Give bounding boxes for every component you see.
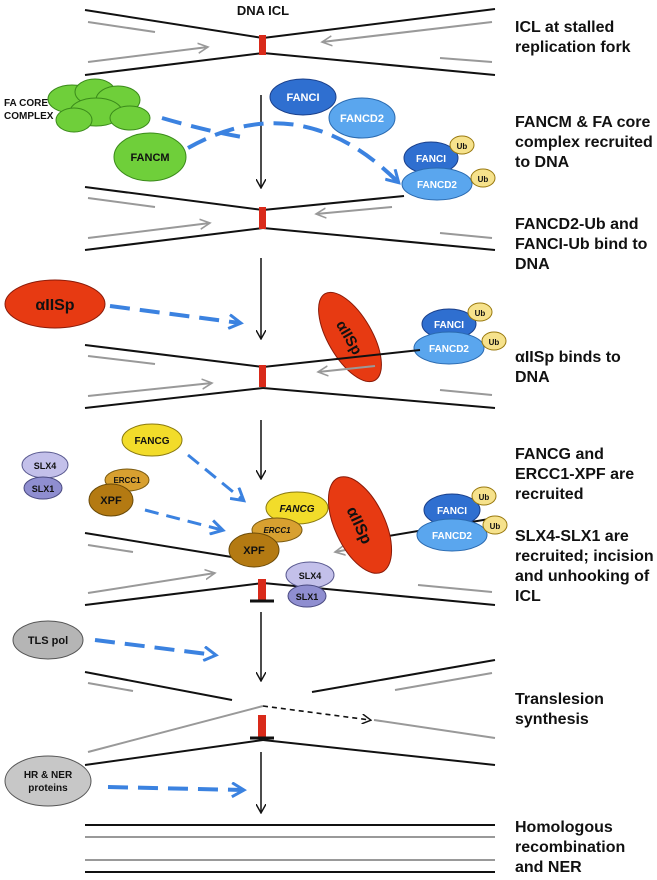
fanci-fancd2-ub-complex (413, 302, 507, 365)
recruit-arrow (107, 787, 243, 790)
step-label-8: Homologous recombination and NER (515, 819, 626, 876)
fancd2-protein (328, 97, 396, 139)
tls-pol-label: TLS pol (28, 635, 68, 647)
slx1-label: SLX1 (296, 592, 319, 602)
ub-label: Ub (489, 338, 500, 347)
replication-fork-5 (84, 659, 496, 766)
fanci-label: FANCI (287, 92, 320, 104)
recruit-arrow (161, 116, 249, 140)
step-label-1: ICL at stalled replication fork (515, 19, 631, 56)
icl-crosslink (258, 579, 266, 601)
xpf-label: XPF (243, 545, 265, 557)
replication-fork-3 (84, 344, 496, 409)
fancd2-ub-label: FANCD2 (429, 344, 469, 355)
xpf-protein (88, 483, 134, 517)
fanci-ub-label: FANCI (434, 320, 464, 331)
step-label-5: FANCG and ERCC1-XPF are recruited (515, 446, 635, 503)
slx4-label: SLX4 (299, 571, 322, 581)
fanci-ub-label: FANCI (437, 506, 467, 517)
alpha-iisp-bound: αIISp (318, 291, 382, 383)
slx1-label: SLX1 (32, 484, 55, 494)
ub-label: Ub (479, 493, 490, 502)
fa-core-label-1: FA CORE (4, 98, 48, 109)
step-label-3: FANCD2-Ub and FANCI-Ub bind to DNA (515, 216, 648, 273)
hr-ner-label-2: proteins (28, 783, 68, 794)
replication-fork-2 (84, 186, 496, 251)
recruit-arrow (187, 121, 398, 182)
step-label-2: FANCM & FA core complex recruited to DNA (515, 114, 653, 171)
fancd2-label: FANCD2 (340, 113, 384, 125)
slx4-label: SLX4 (34, 461, 57, 471)
alpha-iisp-bound: αIISp (327, 476, 393, 574)
fanci-protein (269, 78, 337, 116)
fancd2-ub-label: FANCD2 (432, 531, 472, 542)
fancg-label: FANCG (280, 504, 315, 515)
hr-ner-label-1: HR & NER (24, 770, 73, 781)
icl-crosslink (258, 715, 266, 737)
recruit-arrow (109, 304, 240, 323)
diagram-title: DNA ICL (237, 3, 289, 18)
ub-label: Ub (475, 309, 486, 318)
alpha-iisp-label: αIISp (35, 297, 74, 314)
fa-core-label-2: COMPLEX (4, 111, 54, 122)
fancg-label: FANCG (135, 436, 170, 447)
repaired-dna (85, 824, 495, 873)
fa-core-complex (47, 78, 151, 133)
fanci-fancd2-ub-complex (416, 486, 508, 552)
recruit-arrow (144, 508, 222, 530)
fancm-label: FANCM (130, 152, 169, 164)
icl-crosslink (259, 35, 266, 55)
icl-crosslink (259, 365, 266, 387)
icl-crosslink (259, 207, 266, 229)
xpf-label: XPF (100, 495, 122, 507)
fanci-ub-label: FANCI (416, 154, 446, 165)
step-label-4: αIISp binds to DNA (515, 349, 621, 386)
ub-label: Ub (490, 522, 501, 531)
slx1-protein (23, 476, 63, 500)
xpf-bound (228, 532, 280, 568)
ercc1-label: ERCC1 (113, 476, 141, 485)
step-label-6: SLX4-SLX1 are recruited; incision and un… (515, 528, 654, 605)
tls-pol-protein (12, 620, 84, 660)
alpha-iisp-protein (4, 279, 106, 329)
fancm-protein (113, 132, 187, 182)
recruit-arrow (94, 638, 215, 655)
replication-fork-1 (84, 8, 496, 76)
hr-ner-protein (4, 755, 92, 807)
ercc1-label: ERCC1 (263, 526, 291, 535)
slx1-bound (287, 584, 327, 608)
fancd2-ub-label: FANCD2 (417, 180, 457, 191)
ub-label: Ub (478, 175, 489, 184)
step-label-7: Translesion synthesis (515, 691, 604, 728)
fancg-protein (121, 423, 183, 457)
ub-label: Ub (457, 142, 468, 151)
recruit-arrow (187, 453, 243, 500)
fanci-fancd2-ub-complex (401, 135, 496, 201)
